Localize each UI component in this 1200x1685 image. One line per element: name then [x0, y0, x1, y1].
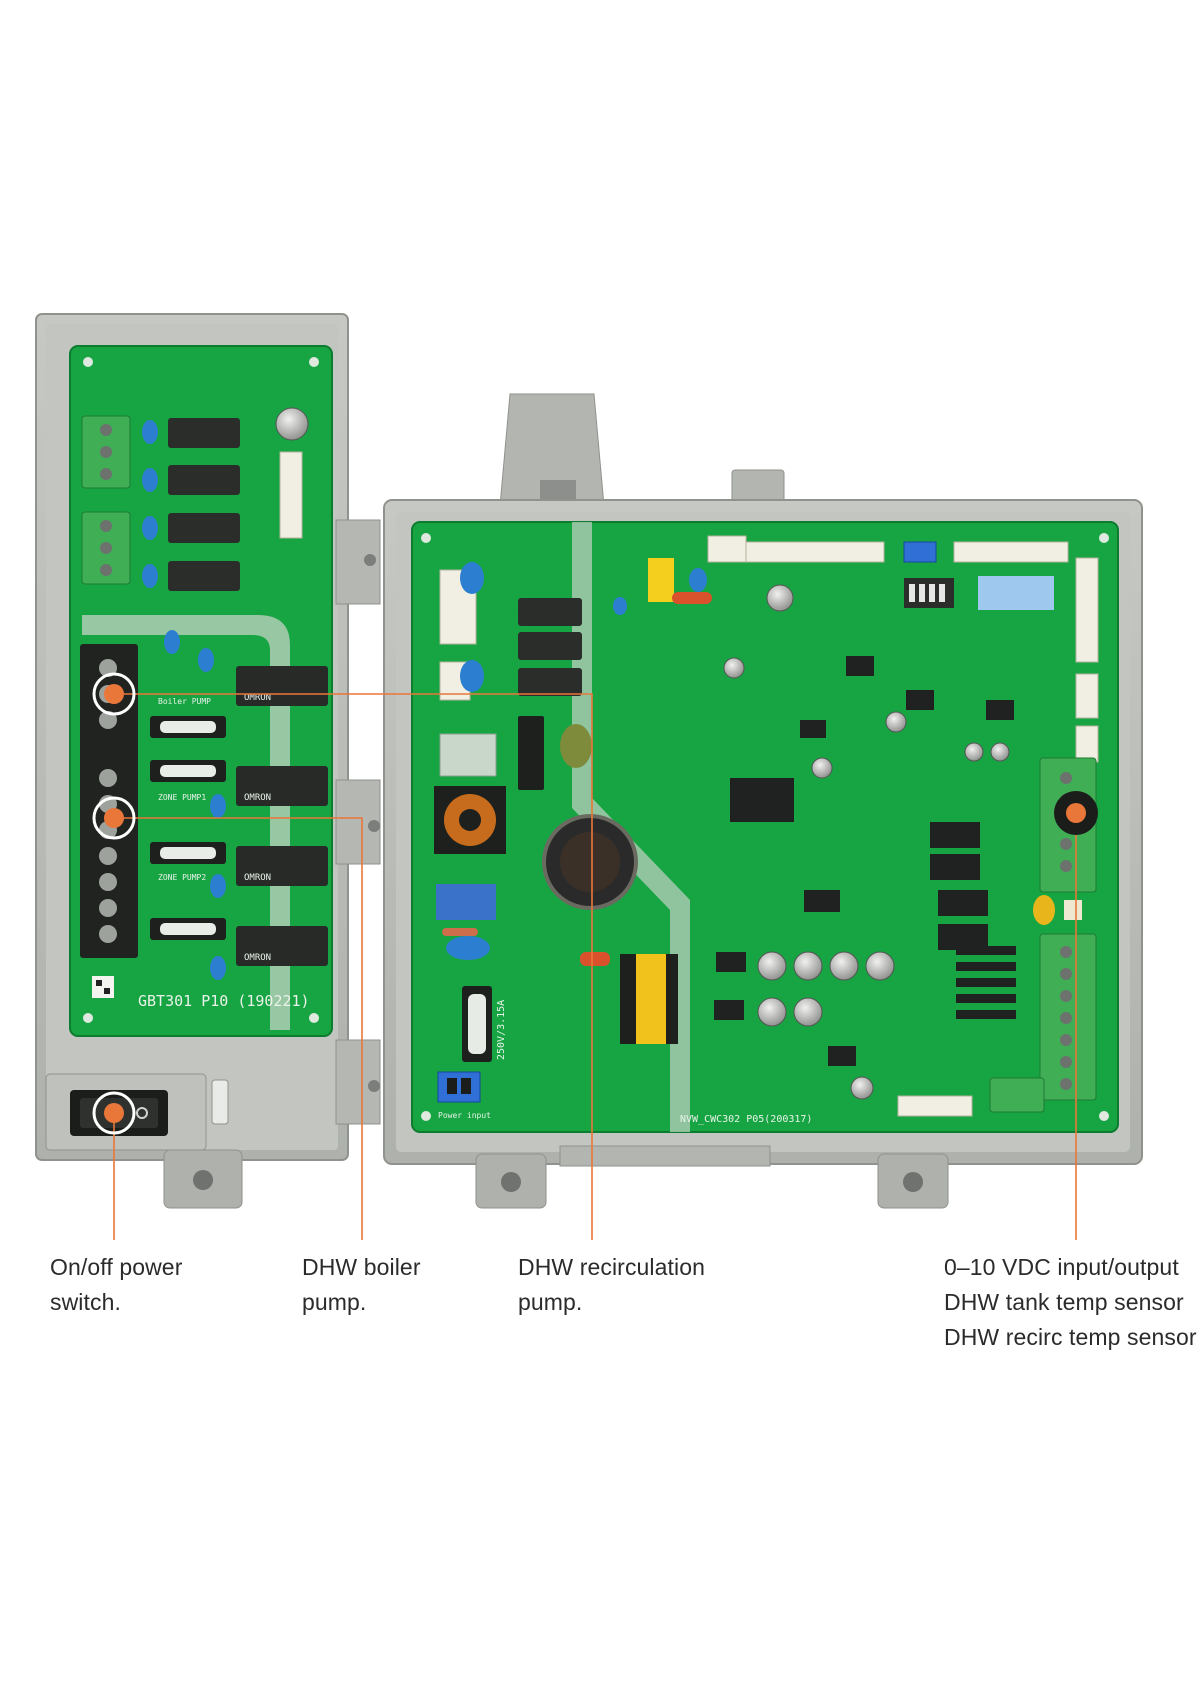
caption-power-switch: On/off power switch. [50, 1250, 182, 1320]
marker-recirculation-pump [92, 672, 136, 716]
relay-label-boiler: Boiler PUMP [158, 697, 211, 706]
caption-line: DHW recirc temp sensor [944, 1324, 1197, 1350]
caption-sensors: 0–10 VDC input/output DHW tank temp sens… [944, 1250, 1197, 1355]
fuse-rating-label: 250V/3.15A [496, 1000, 507, 1060]
leader-recirculation-pump [114, 693, 593, 1240]
caption-line: pump. [302, 1289, 367, 1315]
leader-boiler-pump [114, 817, 363, 1240]
power-input-label: Power input [438, 1111, 491, 1120]
callout-markers [92, 672, 1098, 1135]
marker-boiler-pump [92, 796, 136, 840]
caption-line: DHW boiler [302, 1254, 421, 1280]
relay-brand-1: OMRON [244, 693, 271, 703]
relay-brand-4: OMRON [244, 953, 271, 963]
left-pcb: Boiler PUMP ZONE PUMP1 ZONE PUMP2 OMRON … [69, 345, 333, 1037]
relay-label-zone1: ZONE PUMP1 [158, 793, 206, 802]
relay-label-zone2: ZONE PUMP2 [158, 873, 206, 882]
caption-recirculation-pump: DHW recirculation pump. [518, 1250, 705, 1320]
caption-line: pump. [518, 1289, 583, 1315]
power-switch-housing [45, 1073, 229, 1151]
relay-brand-3: OMRON [244, 873, 271, 883]
caption-line: 0–10 VDC input/output [944, 1254, 1179, 1280]
left-board-label: GBT301 P10 (190221) [138, 992, 310, 1010]
caption-line: switch. [50, 1289, 121, 1315]
right-pcb: 250V/3.15A Power input [411, 521, 1119, 1133]
caption-line: On/off power [50, 1254, 183, 1280]
relay-brand-2: OMRON [244, 793, 271, 803]
marker-sensors [1054, 791, 1098, 835]
caption-line: DHW recirculation [518, 1254, 706, 1280]
caption-boiler-pump: DHW boiler pump. [302, 1250, 421, 1320]
right-board-label: NVW_CWC302 P05(200317) [680, 1114, 812, 1125]
marker-power-switch [92, 1091, 136, 1135]
callout-leaders [113, 693, 1077, 1240]
caption-line: DHW tank temp sensor [944, 1289, 1184, 1315]
